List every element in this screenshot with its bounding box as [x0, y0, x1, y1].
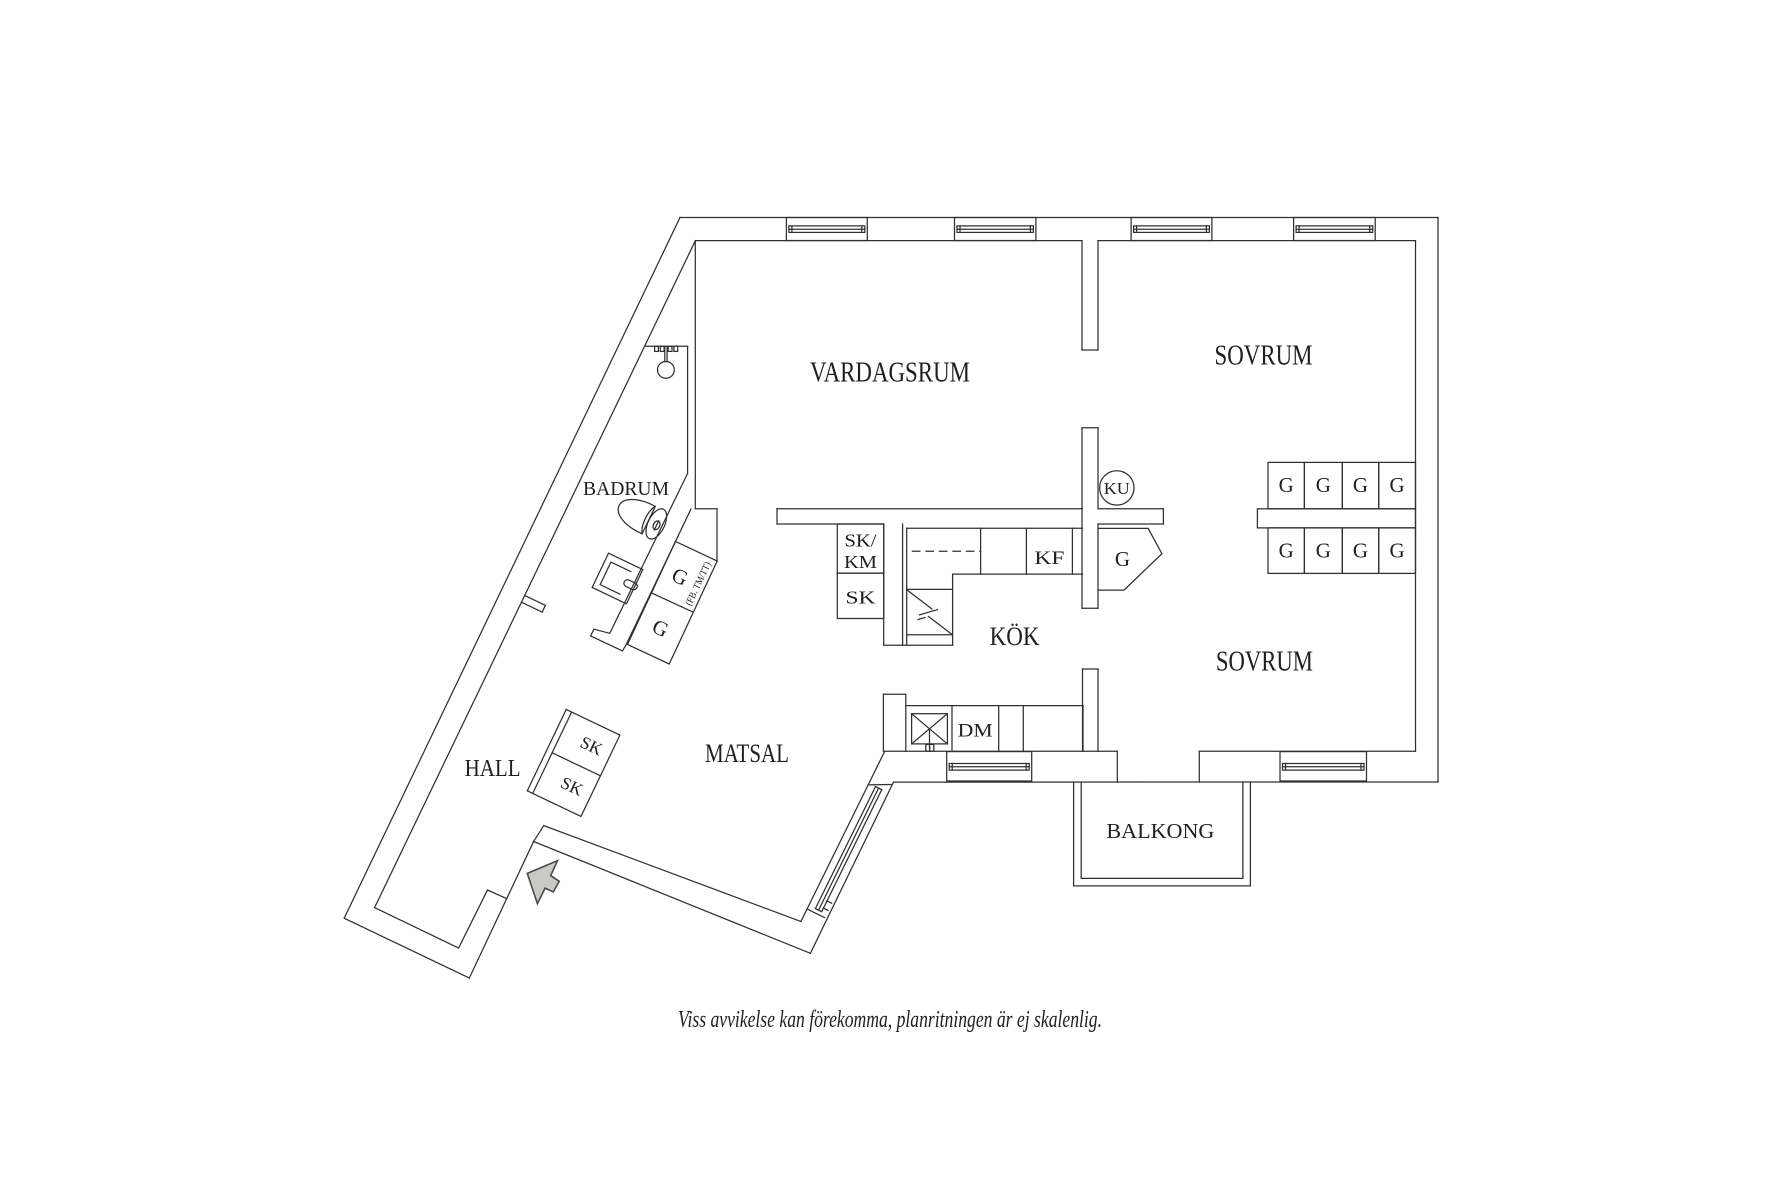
- svg-text:SK: SK: [846, 588, 876, 608]
- svg-text:SK/: SK/: [845, 531, 877, 551]
- svg-text:G: G: [1279, 539, 1294, 563]
- svg-text:G: G: [1316, 539, 1331, 563]
- svg-text:G: G: [1115, 547, 1130, 571]
- svg-text:KÖK: KÖK: [990, 622, 1040, 651]
- svg-text:G: G: [1390, 473, 1405, 497]
- svg-text:SOVRUM: SOVRUM: [1216, 647, 1313, 678]
- svg-text:VARDAGSRUM: VARDAGSRUM: [810, 358, 970, 389]
- svg-text:KF: KF: [1034, 548, 1064, 569]
- svg-text:G: G: [1353, 539, 1368, 563]
- svg-text:G: G: [1316, 473, 1331, 497]
- svg-text:SOVRUM: SOVRUM: [1215, 341, 1313, 372]
- svg-text:KM: KM: [844, 552, 877, 572]
- svg-text:BADRUM: BADRUM: [583, 478, 669, 500]
- svg-text:HALL: HALL: [465, 756, 521, 782]
- svg-text:G: G: [1353, 473, 1368, 497]
- svg-text:KU: KU: [1104, 479, 1130, 498]
- svg-text:G: G: [1279, 473, 1294, 497]
- svg-text:Viss avvikelse kan förekomma,: Viss avvikelse kan förekomma, planritnin…: [678, 1007, 1102, 1033]
- svg-text:G: G: [1390, 539, 1405, 563]
- svg-text:DM: DM: [958, 721, 993, 742]
- svg-text:MATSAL: MATSAL: [705, 739, 789, 768]
- svg-text:BALKONG: BALKONG: [1106, 819, 1214, 843]
